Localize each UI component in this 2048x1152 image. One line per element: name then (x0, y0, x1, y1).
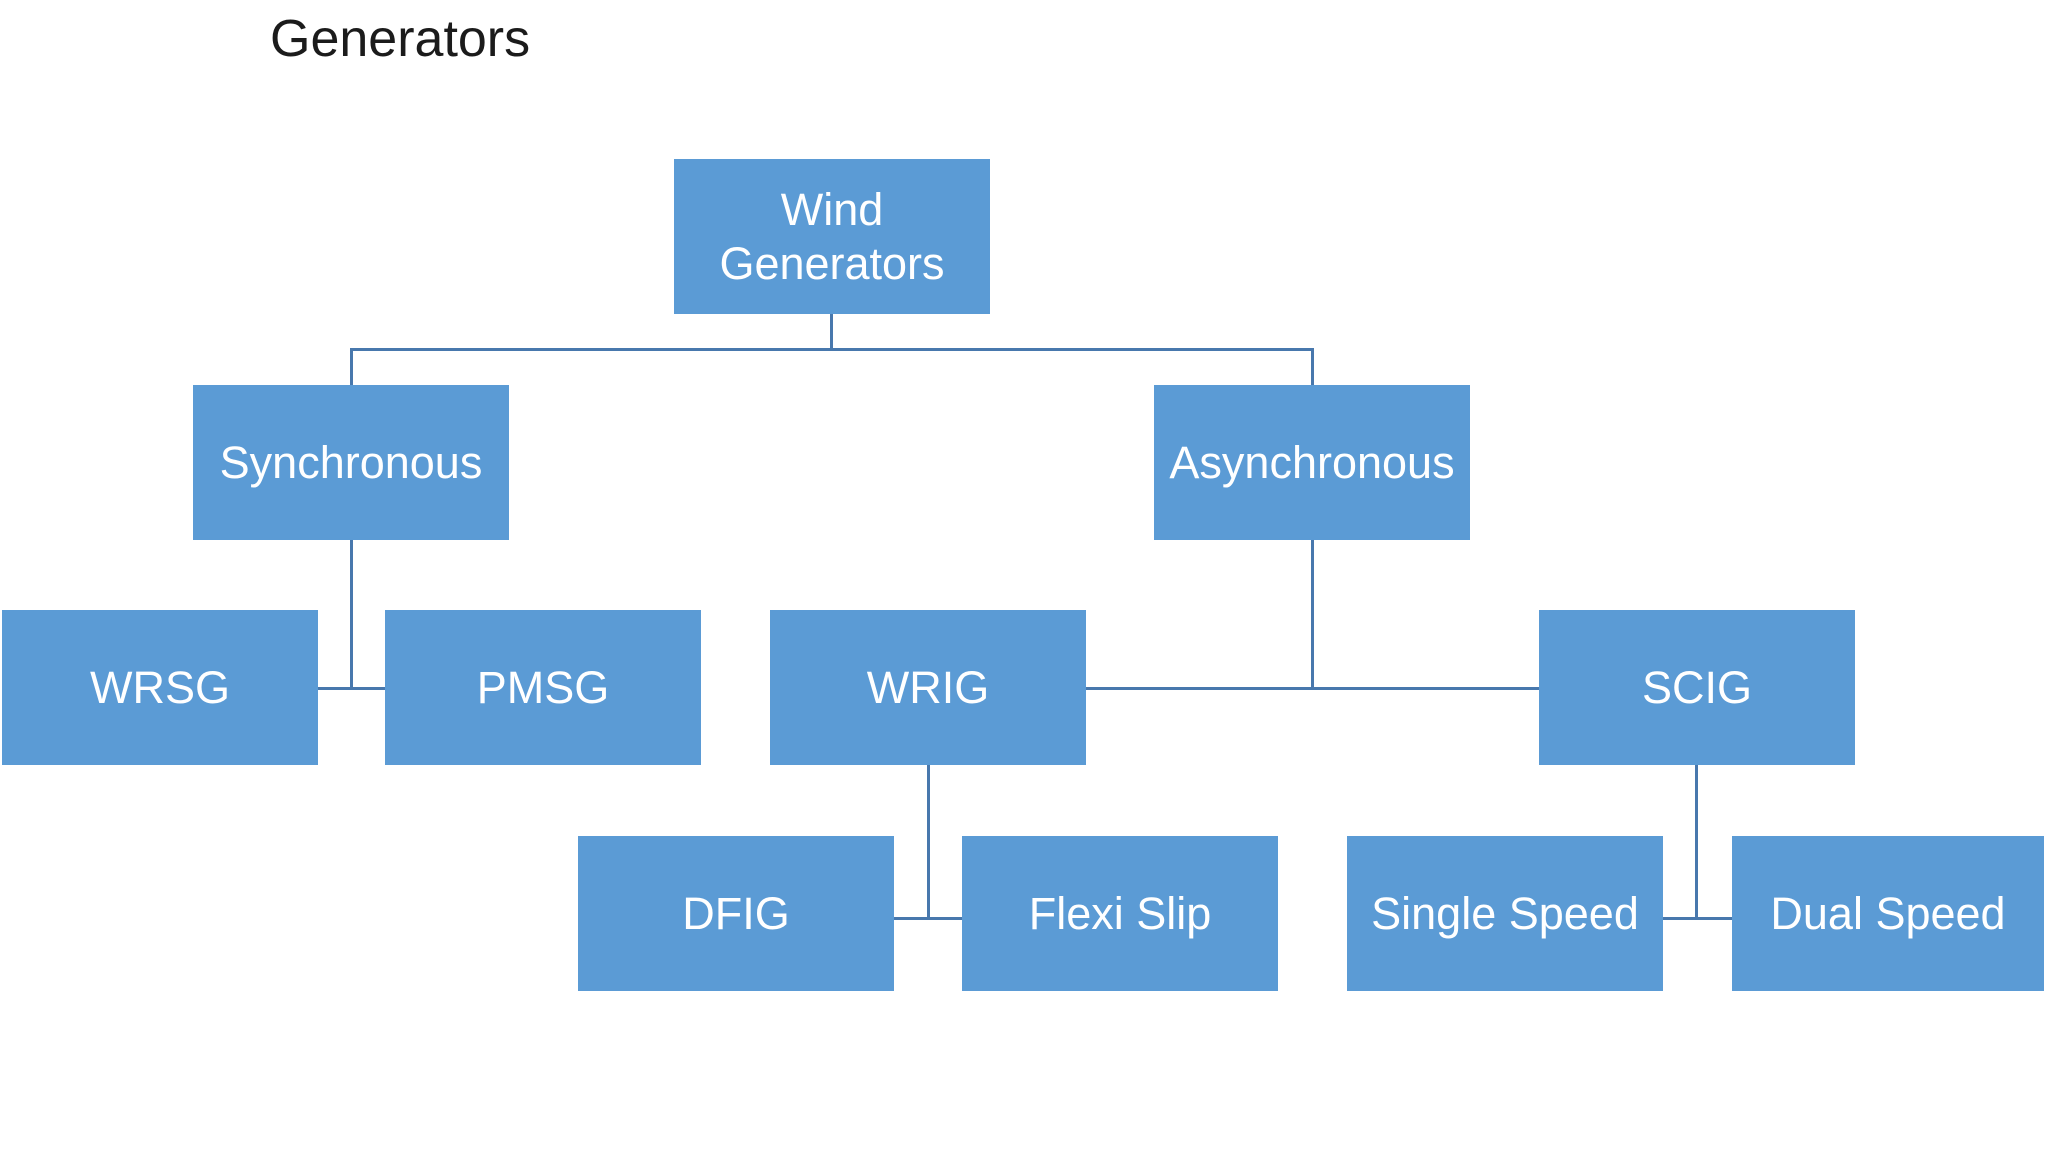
slide-title: Generators (270, 10, 531, 68)
connector-synchronous-stem (350, 540, 353, 690)
node-dfig: DFIG (578, 836, 894, 991)
node-dfig-label: DFIG (682, 887, 790, 939)
connector-level1-horizontal (350, 348, 1314, 351)
node-wind-generators: Wind Generators (674, 159, 990, 314)
connector-wrig-scig-horizontal (1086, 687, 1539, 690)
node-single-speed-label: Single Speed (1371, 887, 1639, 939)
node-wrsg: WRSG (2, 610, 318, 765)
node-wrig-label: WRIG (866, 661, 990, 713)
node-wrig: WRIG (770, 610, 1086, 765)
node-flexi-slip: Flexi Slip (962, 836, 1278, 991)
node-dual-speed-label: Dual Speed (1770, 887, 2006, 939)
node-pmsg-label: PMSG (476, 661, 610, 713)
connector-asynchronous-stem (1311, 540, 1314, 690)
node-scig: SCIG (1539, 610, 1855, 765)
node-asynchronous-label: Asynchronous (1169, 436, 1455, 488)
connector-asynchronous-drop (1311, 348, 1314, 386)
connector-wind-stem (830, 314, 833, 350)
node-wrsg-label: WRSG (90, 661, 230, 713)
connector-wrsg-pmsg-horizontal (318, 687, 385, 690)
node-single-speed: Single Speed (1347, 836, 1663, 991)
node-asynchronous: Asynchronous (1154, 385, 1470, 540)
connector-dfig-flexislip-horizontal (894, 917, 962, 920)
node-dual-speed: Dual Speed (1732, 836, 2044, 991)
connector-synchronous-drop (350, 348, 353, 386)
connector-wrig-stem (927, 765, 930, 920)
node-scig-label: SCIG (1641, 661, 1753, 713)
node-synchronous: Synchronous (193, 385, 509, 540)
connector-scig-stem (1695, 765, 1698, 920)
node-pmsg: PMSG (385, 610, 701, 765)
node-wind-generators-label: Wind Generators (719, 183, 945, 289)
node-synchronous-label: Synchronous (219, 436, 483, 488)
node-flexi-slip-label: Flexi Slip (1028, 887, 1212, 939)
connector-singlespeed-dualspeed-horizontal (1663, 917, 1732, 920)
